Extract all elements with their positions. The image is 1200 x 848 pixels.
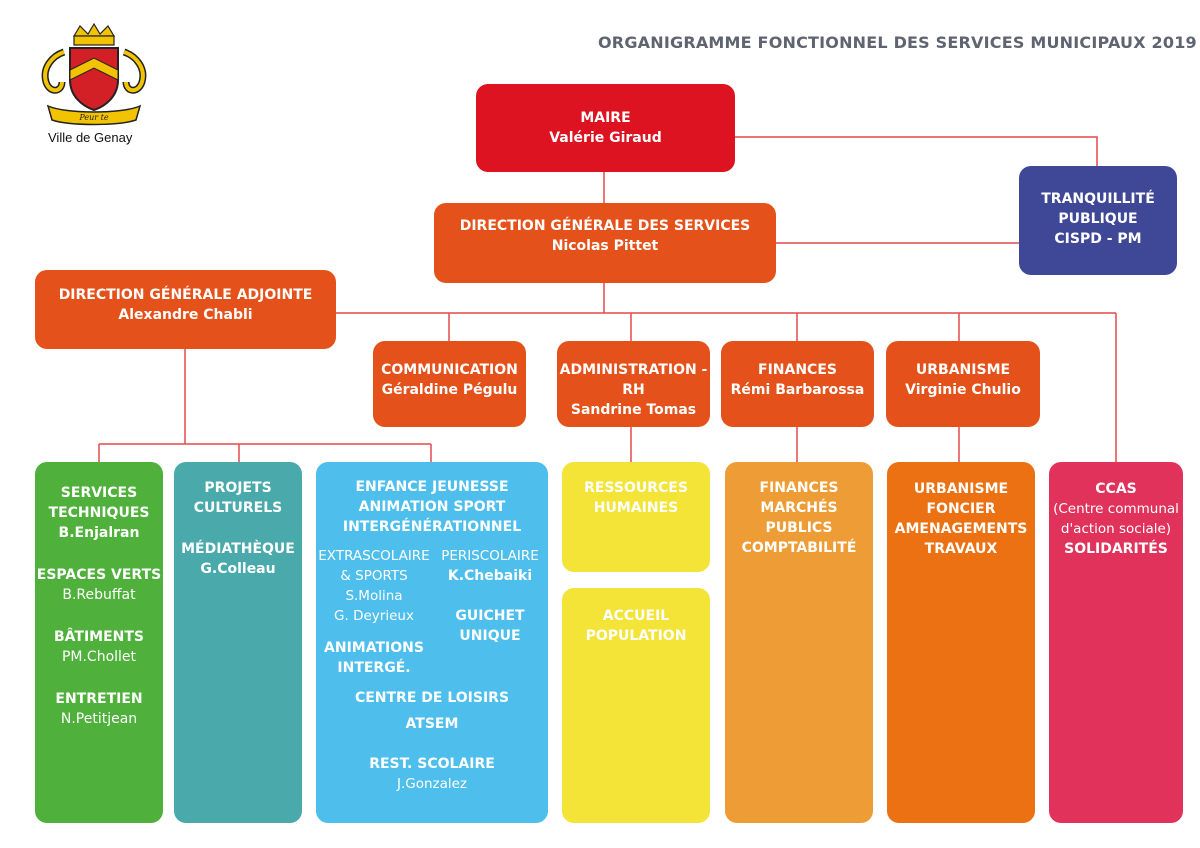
ej-guichet: GUICHET xyxy=(455,608,525,624)
coat-of-arms-icon: Peur te xyxy=(41,22,147,126)
ej-heading-2: ANIMATION SPORT xyxy=(358,499,506,515)
admin-title: ADMINISTRATION - RH xyxy=(559,362,708,398)
urb-heading-1: URBANISME xyxy=(913,481,1009,497)
ej-animations: ANIMATIONS xyxy=(324,640,424,656)
communication-title: COMMUNICATION xyxy=(381,362,518,378)
logo-motto: Peur te xyxy=(78,113,108,122)
box-services-techniques: SERVICES TECHNIQUES B.Enjalran ESPACES V… xyxy=(35,462,163,823)
ej-heading-3: INTERGÉNÉRATIONNEL xyxy=(342,519,522,535)
maire-title: MAIRE xyxy=(580,110,631,126)
st-name-entretien: N.Petitjean xyxy=(60,711,138,727)
urb-heading-3: AMENAGEMENTS xyxy=(894,521,1028,537)
box-finances: FINANCES Rémi Barbarossa xyxy=(721,341,874,427)
st-heading-1: SERVICES xyxy=(60,485,138,501)
ej-sports: & SPORTS xyxy=(340,568,408,584)
urb-heading-4: TRAVAUX xyxy=(924,541,998,557)
city-logo: Peur te xyxy=(36,22,152,128)
ej-periscolaire: PERISCOLAIRE xyxy=(441,548,539,564)
ej-name-gonzalez: J.Gonzalez xyxy=(396,776,468,792)
ej-centre-loisirs: CENTRE DE LOISIRS xyxy=(354,690,510,706)
box-urbanisme: URBANISME Virginie Chulio xyxy=(886,341,1040,427)
box-communication: COMMUNICATION Géraldine Pégulu xyxy=(373,341,526,427)
page-title: ORGANIGRAMME FONCTIONNEL DES SERVICES MU… xyxy=(598,33,1197,52)
box-ressources-humaines: RESSOURCES HUMAINES xyxy=(562,462,710,572)
ccas-heading: CCAS xyxy=(1095,481,1137,497)
box-ccas: CCAS (Centre communal d'action sociale) … xyxy=(1049,462,1183,823)
ccas-solidarites: SOLIDARITÉS xyxy=(1064,541,1168,557)
finances-title: FINANCES xyxy=(758,362,837,378)
tranquillite-line-3: CISPD - PM xyxy=(1054,231,1142,247)
st-name-espaces-verts: B.Rebuffat xyxy=(62,587,136,603)
box-accueil-population: ACCUEIL POPULATION xyxy=(562,588,710,823)
pc-heading-2: CULTURELS xyxy=(193,500,283,516)
st-heading-batiments: BÂTIMENTS xyxy=(53,629,145,645)
fin-heading-2: MARCHÉS PUBLICS xyxy=(760,500,838,536)
urbanisme-name: Virginie Chulio xyxy=(905,382,1021,398)
ej-name-chebaiki: K.Chebaiki xyxy=(447,568,533,584)
ej-rest-scolaire: REST. SCOLAIRE xyxy=(369,756,495,772)
box-urbanisme-services: URBANISME FONCIER AMENAGEMENTS TRAVAUX xyxy=(887,462,1035,823)
maire-name: Valérie Giraud xyxy=(549,130,662,146)
pc-heading-1: PROJETS xyxy=(204,480,272,496)
pc-name-mediatheque: G.Colleau xyxy=(200,561,276,577)
box-tranquillite: TRANQUILLITÉ PUBLIQUE CISPD - PM xyxy=(1019,166,1177,275)
communication-name: Géraldine Pégulu xyxy=(381,382,518,398)
dga-name: Alexandre Chabli xyxy=(118,307,253,323)
ej-interge: INTERGÉ. xyxy=(337,660,411,676)
rh-heading-1: RESSOURCES xyxy=(584,480,688,496)
st-heading-espaces-verts: ESPACES VERTS xyxy=(36,567,162,583)
st-heading-2: TECHNIQUES xyxy=(48,505,150,521)
st-name-batiments: PM.Chollet xyxy=(61,649,137,665)
ej-atsem: ATSEM xyxy=(405,716,459,732)
box-maire: MAIRE Valérie Giraud xyxy=(476,84,735,172)
ccas-desc-2: d'action sociale) xyxy=(1060,521,1172,537)
ccas-desc-1: (Centre communal xyxy=(1053,501,1179,517)
box-projets-culturels: PROJETS CULTURELS MÉDIATHÈQUE G.Colleau xyxy=(174,462,302,823)
accueil-heading-2: POPULATION xyxy=(585,628,687,644)
box-enfance-jeunesse: ENFANCE JEUNESSE ANIMATION SPORT INTERGÉ… xyxy=(316,462,548,823)
finances-name: Rémi Barbarossa xyxy=(730,382,865,398)
accueil-heading-1: ACCUEIL xyxy=(602,608,670,624)
tranquillite-line-1: TRANQUILLITÉ xyxy=(1041,191,1155,207)
st-heading-entretien: ENTRETIEN xyxy=(55,691,143,707)
ej-unique: UNIQUE xyxy=(459,628,521,644)
urbanisme-title: URBANISME xyxy=(915,362,1011,378)
dga-title: DIRECTION GÉNÉRALE ADJOINTE xyxy=(58,287,313,303)
fin-heading-3: COMPTABILITÉ xyxy=(741,540,857,556)
box-administration-rh: ADMINISTRATION - RH Sandrine Tomas xyxy=(557,341,710,427)
dgs-title: DIRECTION GÉNÉRALE DES SERVICES xyxy=(459,218,751,234)
box-dgs: DIRECTION GÉNÉRALE DES SERVICES Nicolas … xyxy=(434,203,776,283)
ej-name-deyrieux: G. Deyrieux xyxy=(334,608,414,624)
pc-heading-mediatheque: MÉDIATHÈQUE xyxy=(181,541,295,557)
rh-heading-2: HUMAINES xyxy=(593,500,679,516)
fin-heading-1: FINANCES xyxy=(759,480,839,496)
dgs-name: Nicolas Pittet xyxy=(551,238,659,254)
box-finances-services: FINANCES MARCHÉS PUBLICS COMPTABILITÉ xyxy=(725,462,873,823)
ej-heading-1: ENFANCE JEUNESSE xyxy=(355,479,509,495)
tranquillite-line-2: PUBLIQUE xyxy=(1058,211,1138,227)
city-name: Ville de Genay xyxy=(48,130,133,145)
ej-name-molina: S.Molina xyxy=(345,588,403,604)
st-name-1: B.Enjalran xyxy=(58,525,140,541)
box-dga: DIRECTION GÉNÉRALE ADJOINTE Alexandre Ch… xyxy=(35,270,336,349)
ej-extrascolaire: EXTRASCOLAIRE xyxy=(318,548,430,564)
urb-heading-2: FONCIER xyxy=(926,501,996,517)
admin-name: Sandrine Tomas xyxy=(570,402,697,418)
